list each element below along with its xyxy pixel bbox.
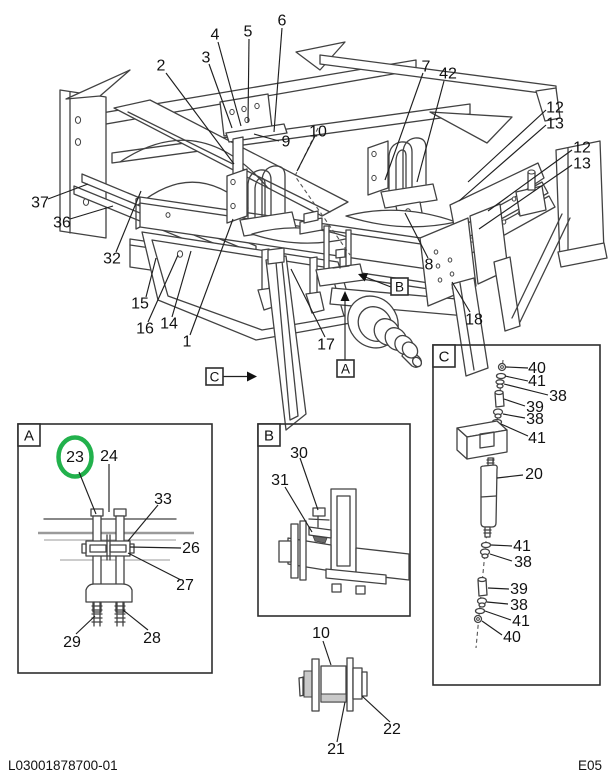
callout-30: 30: [290, 445, 308, 462]
callout-40-upper: 40: [528, 360, 546, 377]
closeout-panel: [141, 231, 357, 341]
callout-4: 4: [211, 27, 220, 44]
callout-2: 2: [157, 58, 166, 75]
detail-a-label: A: [24, 428, 34, 445]
callout-8: 8: [425, 257, 434, 274]
callout-38b-lower: 38: [510, 597, 528, 614]
detail-box-b: B 30 31: [257, 423, 411, 617]
callout-29: 29: [63, 634, 81, 651]
callout-36: 36: [53, 215, 71, 232]
page-code: E05: [578, 758, 602, 773]
callout-32: 32: [103, 251, 121, 268]
callout-10-detail: 10: [312, 625, 330, 642]
right-mounting-plates: [419, 203, 521, 377]
callout-21: 21: [327, 741, 345, 758]
callout-38-upper: 38: [549, 388, 567, 405]
callout-31: 31: [271, 472, 289, 489]
frame-gussets: [113, 99, 349, 217]
callout-13a: 13: [546, 116, 564, 133]
callout-39-lower: 39: [510, 581, 528, 598]
callout-1: 1: [183, 334, 192, 351]
detail-b-label: B: [264, 428, 274, 445]
callout-37: 37: [31, 195, 49, 212]
view-marker-c: C: [205, 367, 257, 386]
detail-box-c: C 40 41: [432, 344, 601, 686]
callout-24: 24: [100, 448, 118, 465]
callout-38b-upper: 38: [526, 411, 544, 428]
main-assembly-drawing: [59, 41, 608, 431]
shock-absorber-installed: [265, 247, 307, 431]
upper-mounting-bracket: [219, 93, 288, 176]
callout-17: 17: [317, 337, 335, 354]
view-marker-c-label: C: [210, 370, 220, 385]
callout-41b-upper: 41: [528, 430, 546, 447]
u-bolt-assembly: [315, 225, 365, 287]
callout-7: 7: [422, 59, 431, 76]
detail-b-drawing: [278, 488, 410, 595]
callout-39-upper: 39: [526, 399, 544, 416]
detail-c-callouts-lower: 41 38 39 38 41 40: [481, 538, 532, 646]
callout-6: 6: [278, 13, 287, 30]
callout-5: 5: [244, 24, 253, 41]
detail-a-callouts: 23 24 33 26 27 29 28: [63, 448, 200, 651]
detail-bushing: 10 21 22: [298, 625, 401, 758]
callout-18: 18: [465, 312, 483, 329]
right-frame-rail-end: [511, 140, 608, 323]
callout-15: 15: [131, 296, 149, 313]
bushing-drawing: [298, 657, 368, 712]
callout-38-lower: 38: [514, 554, 532, 571]
callout-40-lower: 40: [503, 629, 521, 646]
detail-c-label: C: [439, 349, 450, 366]
axle-hub-spindle: [347, 295, 423, 368]
detail-c-drawing: [456, 359, 508, 649]
callout-13b: 13: [573, 156, 591, 173]
detail-c-callouts-upper: 40 41 38 39 38 41 20: [496, 360, 567, 483]
detail-box-a: A 23 24 33 26 27 29 28: [17, 423, 213, 674]
callout-41-upper: 41: [528, 373, 546, 390]
callout-33: 33: [154, 491, 172, 508]
callout-28: 28: [143, 630, 161, 647]
spring-hanger-right: [367, 137, 438, 223]
callout-41b-lower: 41: [512, 613, 530, 630]
callout-42: 42: [439, 66, 457, 83]
callout-12b: 12: [573, 140, 591, 157]
callout-23: 23: [66, 449, 84, 466]
view-marker-a: A: [336, 291, 355, 378]
view-marker-b-label: B: [395, 280, 404, 295]
callout-20: 20: [525, 466, 543, 483]
view-marker-b: B: [358, 273, 409, 296]
callout-27: 27: [176, 577, 194, 594]
callout-41-lower: 41: [513, 538, 531, 555]
callout-16: 16: [136, 321, 154, 338]
view-marker-a-label: A: [341, 362, 350, 377]
bushing-callouts: 10 21 22: [312, 625, 401, 758]
callout-9: 9: [282, 134, 291, 151]
detail-a-drawing: [38, 508, 194, 627]
callout-3: 3: [202, 50, 211, 67]
callout-26: 26: [182, 540, 200, 557]
main-callouts: 2 3 4 5 6 7 42 12 13 12 13 9 10 37 36 32…: [31, 13, 591, 354]
callout-22: 22: [383, 721, 401, 738]
callout-10: 10: [309, 124, 327, 141]
highlight-circle: [56, 435, 94, 479]
detail-b-callouts: 30 31: [271, 445, 319, 533]
callout-14: 14: [160, 316, 178, 333]
doc-number: L03001878700-01: [8, 758, 118, 773]
callout-12a: 12: [546, 100, 564, 117]
